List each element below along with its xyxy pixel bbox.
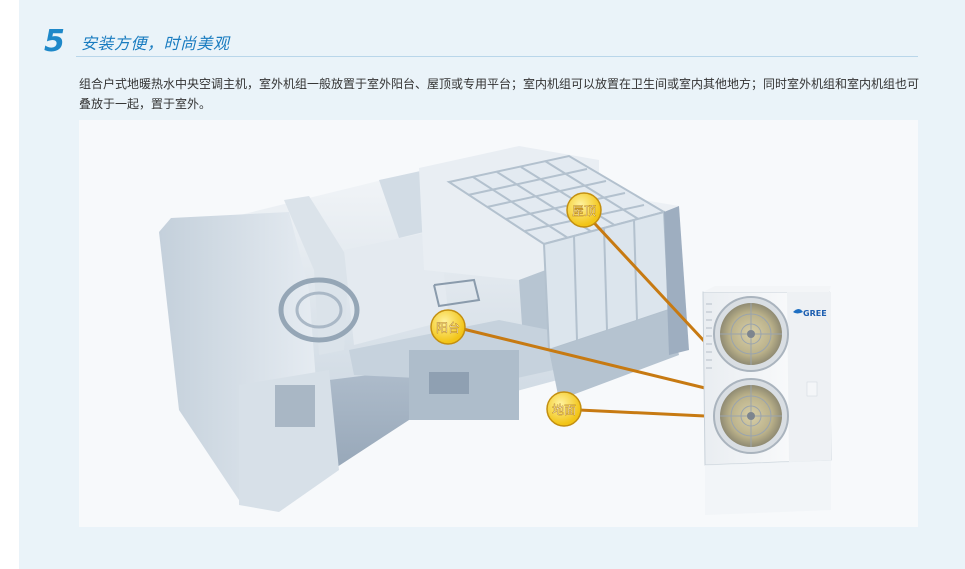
house-garage-wall (549, 310, 679, 400)
unit-fan-top (713, 296, 789, 372)
house-partition-3 (344, 230, 449, 345)
installation-illustration: 屋顶 阳台 地面 (79, 120, 918, 527)
unit-side-vents (706, 303, 712, 369)
callout-lines (458, 210, 707, 418)
gree-logo: GREE (793, 309, 827, 318)
callout-balcony: 阳台 (430, 309, 466, 345)
spiral-stair (278, 277, 360, 343)
unit-fan-bottom (713, 378, 789, 454)
callout-ground-label: 地面 (552, 403, 576, 417)
house-window (275, 385, 315, 427)
house-partition-1 (284, 196, 349, 355)
house-furniture (429, 372, 469, 394)
spiral-stair-inner (295, 291, 343, 329)
unit-reflection (705, 460, 831, 515)
balcony-leader-line (458, 326, 706, 390)
roof-leader-line (582, 210, 707, 344)
glass-sunroom (446, 154, 671, 352)
house-model (159, 146, 689, 512)
callout-roof: 屋顶 (566, 192, 602, 228)
callout-roof-label: 屋顶 (572, 204, 596, 218)
title-divider (76, 56, 918, 57)
gree-logo-text: GREE (803, 309, 827, 318)
ground-leader-line (578, 408, 706, 418)
callout-ground: 地面 (546, 391, 582, 427)
section-number: 5 (44, 24, 65, 59)
outdoor-unit: GREE (702, 286, 832, 515)
unit-label-sticker (806, 381, 818, 397)
section-title: 安装方便，时尚美观 (81, 34, 230, 53)
section-description: 组合户式地暖热水中央空调主机，室外机组一般放置于室外阳台、屋顶或专用平台；室内机… (79, 77, 920, 111)
callout-balcony-label: 阳台 (436, 320, 460, 335)
balcony-railing (433, 278, 481, 308)
